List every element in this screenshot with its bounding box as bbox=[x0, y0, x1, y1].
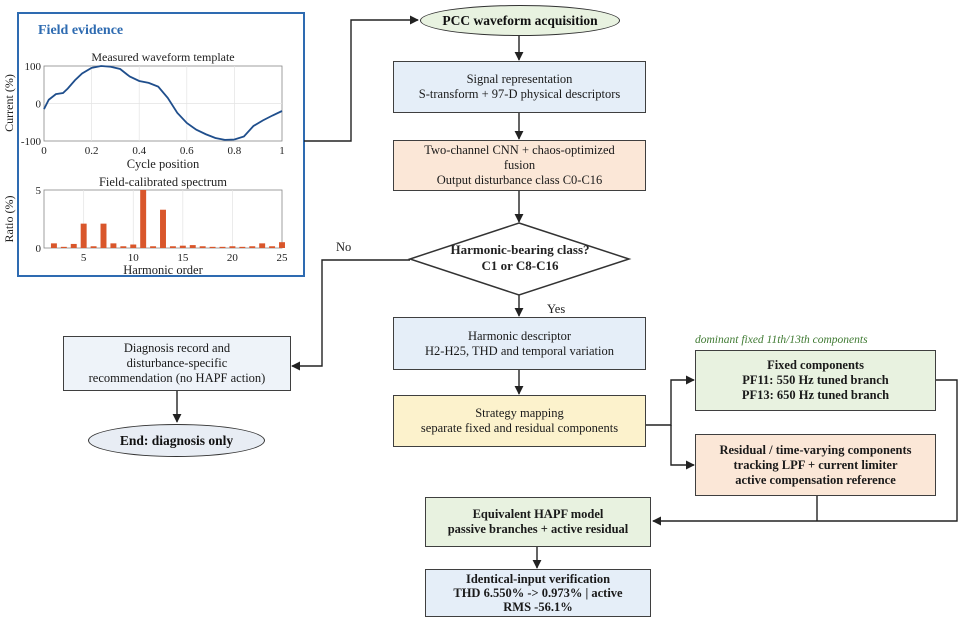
waveform-y-tick: 0 bbox=[36, 99, 42, 111]
verify-line-3: RMS -56.1% bbox=[503, 600, 573, 614]
cnn-line-1: Two-channel CNN + chaos-optimized bbox=[424, 143, 615, 157]
residual-line-2: tracking LPF + current limiter bbox=[733, 457, 898, 472]
spectrum-bar bbox=[229, 246, 236, 248]
strategy-line-2: separate fixed and residual components bbox=[420, 421, 619, 435]
waveform-x-tick: 1 bbox=[279, 145, 285, 157]
diag-record-line-1: Diagnosis record and bbox=[123, 341, 231, 355]
waveform-title: Measured waveform template bbox=[91, 50, 234, 64]
residual-line-1: Residual / time-varying components bbox=[719, 442, 912, 457]
arrow-strategy-to-fixed bbox=[646, 375, 695, 426]
spectrum-bar bbox=[179, 245, 186, 248]
end-diagnosis-text: End: diagnosis only bbox=[119, 432, 234, 448]
spectrum-title: Field-calibrated spectrum bbox=[99, 175, 227, 189]
fixed-line-1: Fixed components bbox=[767, 358, 864, 372]
signal-rep-line-1: Signal representation bbox=[466, 72, 573, 86]
hapf-model-box: Equivalent HAPF model passive branches +… bbox=[425, 497, 651, 547]
spectrum-bar bbox=[140, 190, 147, 248]
cnn-classifier-box: Two-channel CNN + chaos-optimized fusion… bbox=[393, 140, 646, 191]
decision-line-1: Harmonic-bearing class? bbox=[450, 242, 589, 257]
waveform-y-tick: 100 bbox=[25, 61, 42, 73]
spectrum-y-tick: 5 bbox=[36, 185, 42, 197]
spectrum-bar bbox=[100, 223, 107, 248]
cnn-line-2: fusion bbox=[503, 158, 536, 172]
spectrum-x-tick: 25 bbox=[277, 252, 289, 264]
field-evidence-title: Field evidence bbox=[38, 23, 124, 38]
arrow-strategy-to-residual bbox=[670, 425, 695, 470]
diag-record-line-2: disturbance-specific bbox=[126, 356, 228, 370]
waveform-x-tick: 0.8 bbox=[228, 145, 242, 157]
spectrum-bar bbox=[90, 246, 97, 248]
harm-desc-line-2: H2-H25, THD and temporal variation bbox=[425, 343, 614, 358]
spectrum-bar bbox=[50, 243, 57, 248]
spectrum-bar bbox=[150, 246, 157, 248]
strategy-line-1: Strategy mapping bbox=[475, 406, 564, 420]
waveform-line bbox=[43, 65, 283, 141]
spectrum-bar bbox=[70, 243, 77, 248]
waveform-x-tick: 0 bbox=[41, 145, 47, 157]
hapf-line-2: passive branches + active residual bbox=[447, 522, 629, 536]
diagnosis-record-box: Diagnosis record and disturbance-specifi… bbox=[63, 336, 291, 391]
fixed-components-box: Fixed components PF11: 550 Hz tuned bran… bbox=[695, 350, 936, 411]
spectrum-ylabel: Ratio (%) bbox=[2, 196, 16, 243]
waveform-y-tick: -100 bbox=[21, 136, 42, 148]
spectrum-x-tick: 5 bbox=[81, 252, 87, 264]
harm-desc-line-1: Harmonic descriptor bbox=[467, 328, 572, 343]
spectrum-bar bbox=[259, 243, 266, 248]
waveform-x-tick: 0.4 bbox=[132, 145, 146, 157]
spectrum-x-tick: 20 bbox=[227, 252, 239, 264]
signal-representation-box: Signal representation S-transform + 97-D… bbox=[393, 61, 646, 113]
waveform-x-tick: 0.2 bbox=[85, 145, 99, 157]
spectrum-bar bbox=[160, 209, 166, 248]
spectrum-y-tick: 0 bbox=[36, 243, 42, 255]
spectrum-bar bbox=[130, 244, 137, 248]
spectrum-bar bbox=[110, 243, 117, 248]
waveform-x-tick: 0.6 bbox=[180, 145, 194, 157]
no-branch-label: No bbox=[336, 240, 352, 254]
decision-line-2: C1 or C8-C16 bbox=[481, 258, 559, 273]
residual-line-3: active compensation reference bbox=[735, 472, 896, 487]
spectrum-bar bbox=[279, 242, 285, 248]
spectrum-bar bbox=[239, 246, 246, 248]
waveform-ylabel: Current (%) bbox=[2, 74, 16, 132]
verify-line-2: THD 6.550% -> 0.973% | active bbox=[453, 586, 623, 600]
cnn-line-3: Output disturbance class C0-C16 bbox=[436, 173, 603, 187]
end-diagnosis-node: End: diagnosis only bbox=[88, 424, 265, 457]
strategy-mapping-box: Strategy mapping separate fixed and resi… bbox=[393, 395, 646, 447]
hapf-line-1: Equivalent HAPF model bbox=[472, 507, 604, 521]
spectrum-bar bbox=[219, 246, 226, 248]
spectrum-x-tick: 10 bbox=[128, 252, 140, 264]
verification-box: Identical-input verification THD 6.550% … bbox=[425, 569, 651, 617]
spectrum-bar bbox=[169, 246, 176, 248]
arrow-fixed-to-hapf bbox=[652, 379, 958, 526]
arrow-no-branch bbox=[291, 259, 410, 371]
spectrum-bar bbox=[60, 246, 67, 248]
decision-diamond bbox=[407, 222, 632, 296]
spectrum-bar bbox=[80, 223, 87, 248]
spectrum-bar bbox=[189, 245, 196, 248]
residual-components-box: Residual / time-varying components track… bbox=[695, 434, 936, 496]
diag-record-line-3: recommendation (no HAPF action) bbox=[88, 371, 266, 385]
verify-line-1: Identical-input verification bbox=[465, 572, 611, 586]
fixed-line-3: PF13: 650 Hz tuned branch bbox=[741, 388, 890, 402]
spectrum-xlabel: Harmonic order bbox=[123, 263, 203, 277]
spectrum-bar bbox=[120, 246, 127, 248]
dominant-components-note: dominant fixed 11th/13th components bbox=[695, 334, 868, 346]
pcc-acquisition-node: PCC waveform acquisition bbox=[420, 5, 620, 36]
yes-branch-label: Yes bbox=[547, 302, 566, 316]
spectrum-bar bbox=[249, 246, 256, 248]
spectrum-bar bbox=[199, 246, 206, 248]
spectrum-plot: 5 10 15 20 25 5 0 Field-calibrated spectrum H… bbox=[2, 175, 288, 277]
harmonic-descriptor-box: Harmonic descriptor H2-H25, THD and temp… bbox=[393, 317, 646, 370]
spectrum-bar bbox=[209, 246, 216, 248]
signal-rep-line-2: S-transform + 97-D physical descriptors bbox=[418, 87, 621, 101]
spectrum-x-tick: 15 bbox=[177, 252, 189, 264]
fixed-line-2: PF11: 550 Hz tuned branch bbox=[742, 373, 889, 387]
arrow-evidence-to-acquisition bbox=[304, 15, 419, 142]
spectrum-bar bbox=[269, 246, 276, 248]
waveform-xlabel: Cycle position bbox=[127, 157, 200, 171]
pcc-acquisition-text: PCC waveform acquisition bbox=[442, 12, 598, 28]
